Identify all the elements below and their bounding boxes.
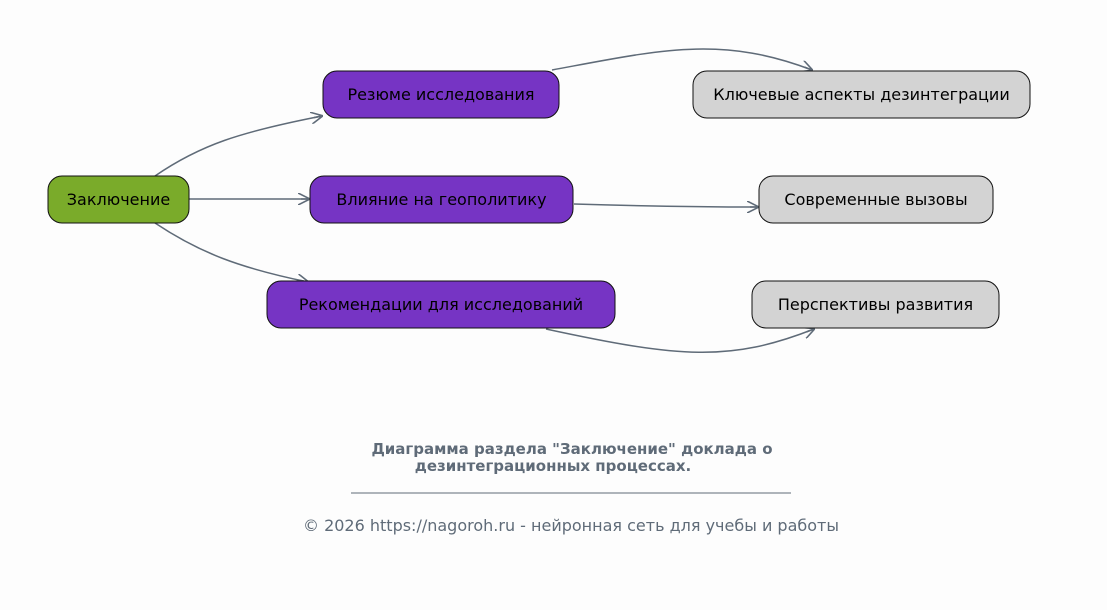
edge-geopolitics-challenges	[573, 204, 758, 207]
edge-summary-keyaspects	[551, 48, 812, 70]
edge-root-summary	[154, 116, 322, 177]
node-challenges[interactable]: Современные вызовы	[758, 175, 994, 224]
node-label: Влияние на геополитику	[336, 190, 546, 209]
node-root[interactable]: Заключение	[47, 175, 190, 224]
node-label: Ключевые аспекты дезинтеграции	[713, 85, 1009, 104]
caption-line-1: Диаграмма раздела "Заключение" доклада о	[371, 440, 772, 458]
node-recommendations[interactable]: Рекомендации для исследований	[266, 280, 616, 329]
node-label: Заключение	[67, 190, 170, 209]
node-label: Резюме исследования	[347, 85, 534, 104]
caption-line-2: дезинтеграционных процессах.	[415, 457, 692, 475]
node-summary[interactable]: Резюме исследования	[322, 70, 560, 119]
edge-recommendations-prospects	[545, 329, 814, 354]
footer-copyright: © 2026 https://nagoroh.ru - нейронная се…	[303, 516, 839, 535]
node-key-aspects[interactable]: Ключевые аспекты дезинтеграции	[692, 70, 1031, 119]
edge-root-recommendations	[154, 222, 308, 282]
node-geopolitics[interactable]: Влияние на геополитику	[309, 175, 574, 224]
node-prospects[interactable]: Перспективы развития	[751, 280, 1000, 329]
node-label: Перспективы развития	[778, 295, 973, 314]
node-label: Рекомендации для исследований	[299, 295, 583, 314]
node-label: Современные вызовы	[784, 190, 967, 209]
